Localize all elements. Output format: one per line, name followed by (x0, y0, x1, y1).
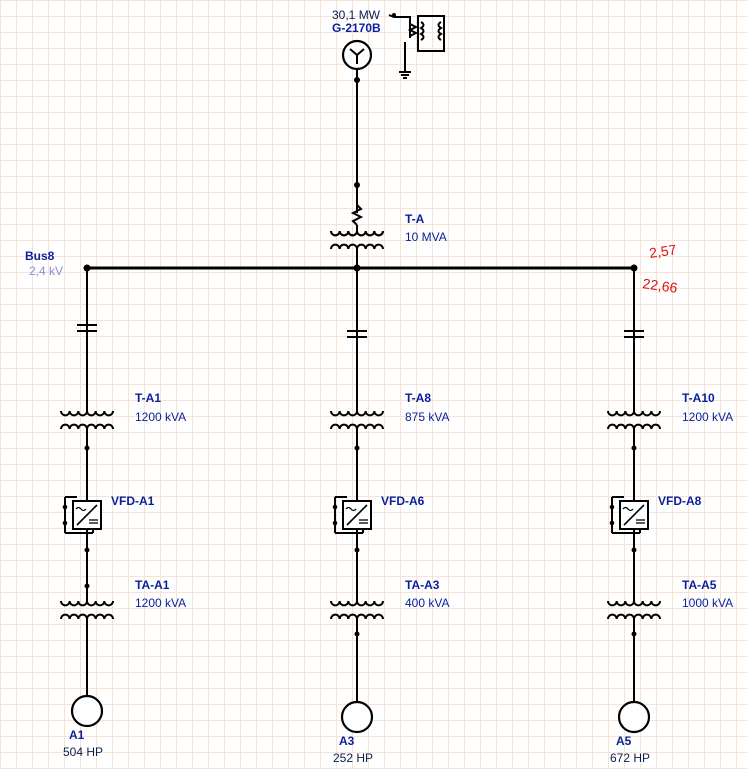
main-transformer[interactable] (330, 204, 384, 256)
feeder-a3 (330, 268, 384, 734)
bus-name: Bus8 (25, 249, 55, 263)
motor-a1[interactable] (70, 694, 104, 728)
output-transformer-rating: 1000 kVA (682, 596, 733, 610)
node-dot (354, 77, 360, 83)
output-transformer-name: TA-A3 (405, 578, 440, 592)
motor-name: A5 (616, 734, 632, 748)
transformer-ta-a1[interactable] (60, 594, 114, 626)
motor-rating: 252 HP (333, 751, 373, 765)
motor-a3[interactable] (340, 700, 374, 734)
bus-bar[interactable] (83, 264, 638, 272)
transformer-ta-a3[interactable] (330, 594, 384, 626)
motor-rating: 504 HP (63, 745, 103, 759)
feeder-a1 (60, 268, 114, 728)
output-transformer-rating: 400 kVA (405, 596, 449, 610)
generator-name-label: G-2170B (332, 21, 381, 35)
bus-voltage: 2,4 kV (29, 264, 63, 278)
transformer-name: T-A8 (405, 391, 431, 405)
output-transformer-rating: 1200 kVA (135, 596, 186, 610)
annotation-value: 22,66 (642, 275, 679, 296)
main-transformer-name: T-A (405, 212, 425, 226)
motor-rating: 672 HP (610, 751, 650, 765)
node-dot (354, 182, 360, 188)
main-transformer-rating: 10 MVA (405, 230, 447, 244)
generator[interactable] (341, 39, 373, 71)
output-transformer-name: TA-A5 (682, 578, 717, 592)
motor-a5[interactable] (617, 700, 651, 734)
transformer-t-a8[interactable] (330, 404, 384, 436)
output-transformer-name: TA-A1 (135, 578, 170, 592)
vfd-label: VFD-A1 (111, 494, 155, 508)
transformer-name: T-A10 (682, 391, 715, 405)
generator-power-label: 30,1 MW (332, 8, 381, 22)
vfd-a6[interactable] (331, 494, 372, 536)
transformer-rating: 1200 kVA (135, 410, 186, 424)
transformer-rating: 1200 kVA (682, 410, 733, 424)
motor-name: A1 (69, 728, 85, 742)
vfd-label: VFD-A6 (381, 494, 425, 508)
vfd-label: VFD-A8 (658, 494, 702, 508)
feeder-a5 (607, 268, 661, 734)
generator-grounding-transformer (388, 14, 445, 79)
motor-name: A3 (339, 734, 355, 748)
annotation-value: 2,57 (648, 241, 677, 261)
vfd-a8[interactable] (608, 494, 649, 536)
transformer-t-a10[interactable] (607, 404, 661, 436)
transformer-rating: 875 kVA (405, 410, 449, 424)
transformer-name: T-A1 (135, 391, 161, 405)
transformer-t-a1[interactable] (60, 404, 114, 436)
transformer-ta-a5[interactable] (607, 594, 661, 626)
vfd-a1[interactable] (61, 494, 102, 536)
